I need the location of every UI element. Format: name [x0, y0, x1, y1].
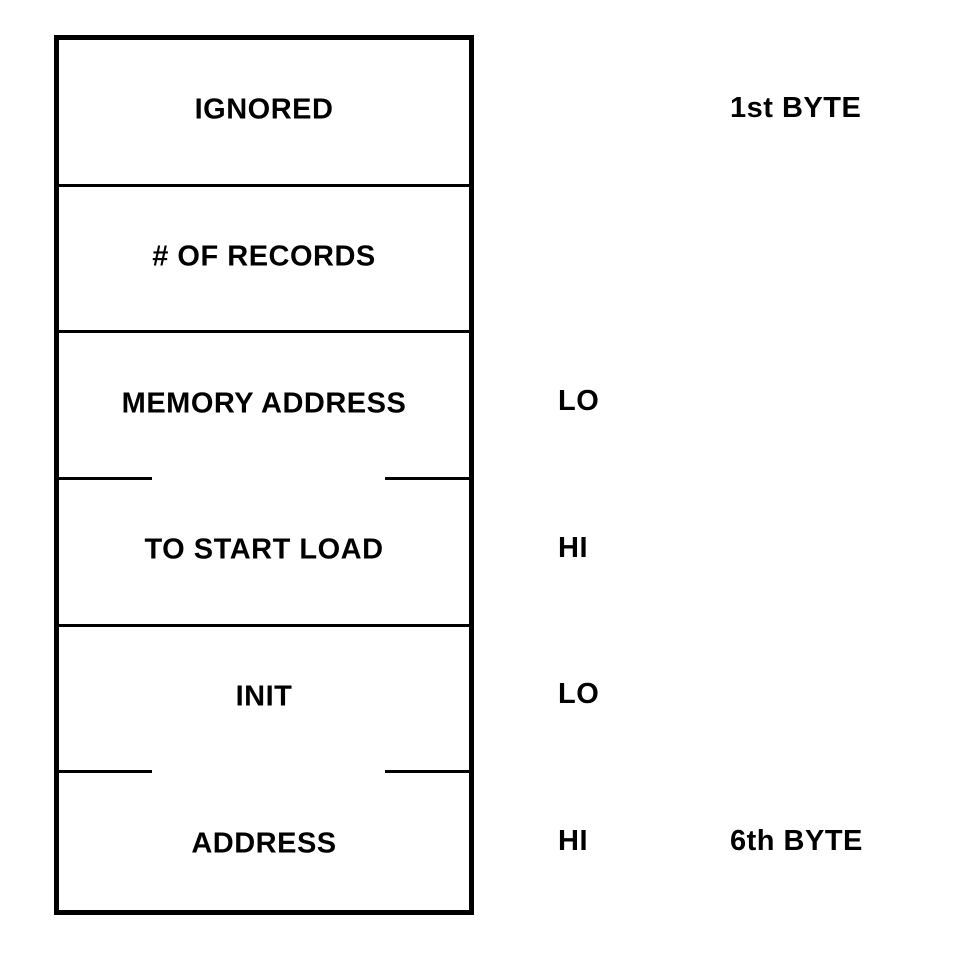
byte-index-note-last: 6th BYTE — [730, 768, 863, 915]
byte-row-5: INIT — [59, 627, 469, 774]
byte-index-note-first-text: 1st BYTE — [730, 91, 862, 124]
byte-order-text-3: LO — [558, 385, 600, 418]
byte-order-label-6: HI — [558, 768, 588, 915]
row-divider-1 — [54, 183, 474, 187]
byte-row-3-label: MEMORY ADDRESS — [121, 387, 407, 420]
byte-row-2: # OF RECORDS — [59, 187, 469, 334]
row-divider-2 — [54, 330, 474, 334]
byte-row-3: MEMORY ADDRESS — [59, 333, 469, 480]
byte-order-text-6: HI — [558, 825, 588, 858]
divider-3-stub-left — [54, 477, 152, 480]
byte-row-4-label: TO START LOAD — [144, 533, 384, 566]
byte-order-label-5: LO — [558, 622, 599, 769]
byte-order-text-4: HI — [558, 531, 588, 564]
byte-index-note-first: 1st BYTE — [730, 35, 861, 182]
divider-5-stub-right — [385, 770, 474, 774]
byte-row-2-label: # OF RECORDS — [152, 240, 376, 273]
byte-row-6-label: ADDRESS — [191, 827, 337, 860]
row-divider-3-broken — [54, 477, 474, 480]
byte-row-1: IGNORED — [59, 40, 469, 187]
divider-3-stub-right — [385, 477, 474, 480]
byte-order-text-5: LO — [558, 678, 600, 711]
divider-5-stub-left — [54, 770, 152, 774]
byte-row-4: TO START LOAD — [59, 480, 469, 627]
byte-index-note-last-text: 6th BYTE — [730, 825, 863, 858]
byte-layout-table: IGNORED # OF RECORDS MEMORY ADDRESS TO S… — [54, 35, 474, 915]
row-divider-5-broken — [54, 770, 474, 774]
byte-row-6: ADDRESS — [59, 773, 469, 920]
byte-order-label-4: HI — [558, 475, 588, 622]
byte-row-1-label: IGNORED — [194, 93, 334, 126]
byte-row-5-label: INIT — [235, 680, 293, 713]
row-divider-4 — [54, 623, 474, 627]
byte-order-label-3: LO — [558, 328, 599, 475]
